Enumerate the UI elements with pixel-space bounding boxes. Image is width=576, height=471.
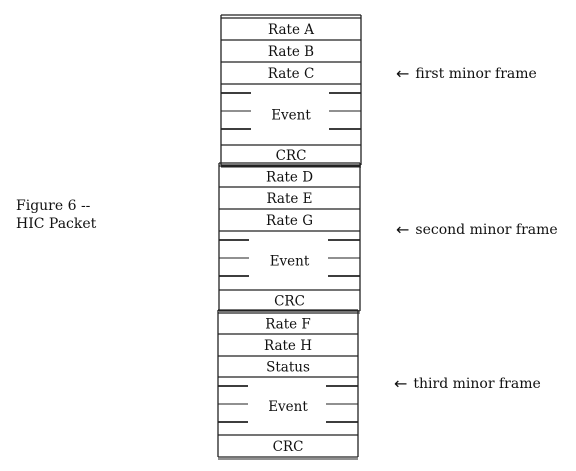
cell-rate-e-label: Rate E — [266, 191, 312, 207]
cell-status-label: Status — [266, 360, 310, 376]
cell-rate-c-label: Rate C — [268, 66, 315, 82]
third-minor-frame-label: ← third minor frame — [394, 374, 541, 393]
first-minor-frame-label: ← first minor frame — [396, 64, 537, 83]
cell-event-label: Event — [268, 399, 308, 415]
second-minor-frame-label: ← second minor frame — [396, 220, 558, 239]
cell-crc-label: CRC — [274, 294, 305, 310]
cell-crc-label: CRC — [273, 439, 304, 455]
caption-line-1: Figure 6 -- — [16, 198, 91, 214]
cell-rate-d-label: Rate D — [266, 170, 313, 186]
caption-line-2: HIC Packet — [16, 216, 97, 232]
cell-event-label: Event — [271, 108, 311, 124]
left-arrow-icon: ← — [396, 220, 410, 239]
left-arrow-icon: ← — [396, 64, 410, 83]
cell-crc-label: CRC — [276, 148, 307, 164]
minor-frame-label-text: third minor frame — [413, 375, 541, 392]
cell-rate-a-label: Rate A — [268, 22, 314, 38]
cell-event-label: Event — [270, 254, 310, 270]
cell-rate-b-label: Rate B — [268, 44, 314, 60]
minor-frame-label-text: first minor frame — [415, 65, 537, 82]
cell-rate-g-label: Rate G — [266, 213, 313, 229]
figure-caption: Figure 6 -- HIC Packet — [16, 197, 96, 233]
cell-rate-h-label: Rate H — [264, 338, 312, 354]
minor-frame-label-text: second minor frame — [415, 221, 558, 238]
cell-rate-f-label: Rate F — [265, 317, 311, 333]
left-arrow-icon: ← — [394, 374, 408, 393]
